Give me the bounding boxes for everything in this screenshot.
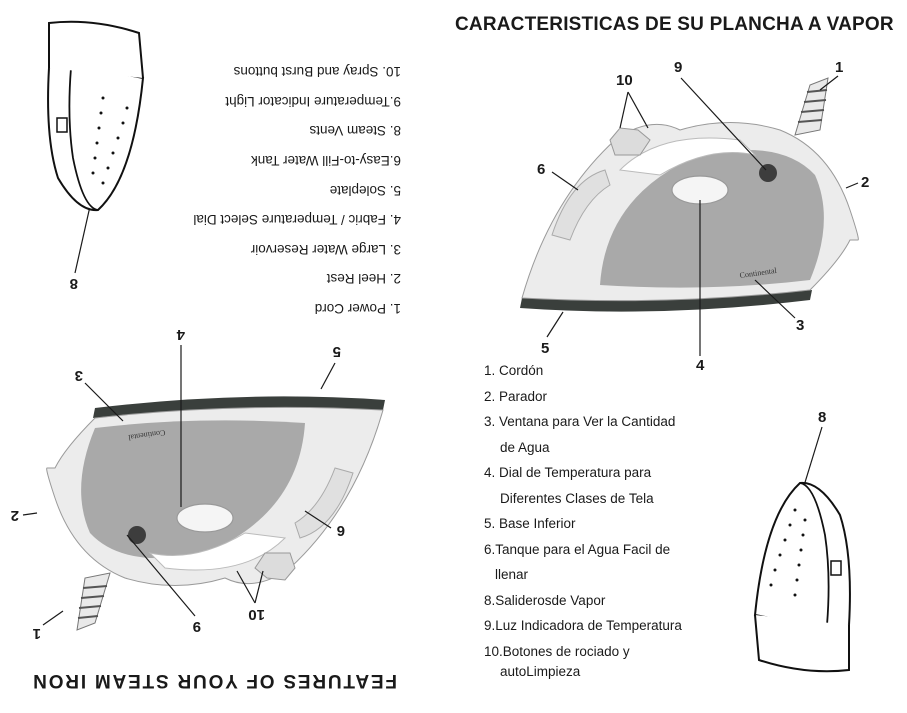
callout-9: 9 bbox=[674, 59, 682, 76]
callout-2: 2 bbox=[11, 507, 19, 524]
list-item-continuation: Diferentes Clases de Tela bbox=[500, 490, 654, 506]
steam-iron-illustration-english: Continental bbox=[46, 396, 385, 631]
list-item: 9.Temperature Indicator Light bbox=[225, 93, 401, 109]
callout-6: 6 bbox=[337, 522, 345, 539]
water-window-shape bbox=[600, 149, 824, 288]
callout-5: 5 bbox=[541, 340, 549, 357]
callout-6: 6 bbox=[537, 161, 545, 178]
list-item: 10.Botones de rociado y bbox=[484, 643, 630, 659]
list-item-continuation: llenar bbox=[495, 567, 529, 582]
list-item: 5. Soleplate bbox=[329, 182, 401, 198]
list-item: 2. Parador bbox=[484, 388, 548, 404]
list-item: 4. Dial de Temperatura para bbox=[484, 465, 652, 480]
list-item: 8.Saliderosde Vapor bbox=[484, 592, 606, 608]
callout-1: 1 bbox=[33, 625, 41, 642]
list-item: 3. Ventana para Ver la Cantidad bbox=[484, 414, 676, 429]
power-cord-icon bbox=[794, 77, 829, 136]
list-item: 2. Heel Rest bbox=[326, 271, 401, 287]
list-item: 8. Steam Vents bbox=[309, 123, 401, 139]
list-item: 10. Spray and Burst buttons bbox=[233, 64, 401, 80]
list-item: 6.Tanque para el Agua Facil de bbox=[484, 541, 671, 557]
callout-2: 2 bbox=[861, 174, 869, 191]
list-item: 5. Base Inferior bbox=[484, 516, 576, 531]
callout-10: 10 bbox=[616, 72, 633, 89]
callout-8: 8 bbox=[70, 275, 78, 292]
indicator-light-icon bbox=[759, 164, 777, 182]
steam-iron-illustration: Continental bbox=[520, 77, 859, 312]
features-list-spanish: 1. Cordón 2. Parador 3. Ventana para Ver… bbox=[484, 358, 682, 679]
list-item: 1. Power Cord bbox=[314, 301, 401, 316]
list-item-continuation: autoLimpieza bbox=[500, 663, 581, 679]
list-item: 6.Easy-to-Fill Water Tank bbox=[250, 153, 401, 169]
list-item: 1. Cordón bbox=[484, 363, 544, 378]
soleplate-shape bbox=[520, 290, 812, 312]
list-item: 4. Fabric / Temperature Select Dial bbox=[193, 212, 401, 228]
callout-4: 4 bbox=[696, 357, 705, 374]
iron-front-view-illustration-english bbox=[47, 20, 145, 212]
list-item: 3. Large Water Reservoir bbox=[250, 241, 401, 257]
callout-4: 4 bbox=[176, 326, 185, 343]
iron-front-view-illustration bbox=[753, 481, 851, 673]
callout-3: 3 bbox=[75, 367, 83, 384]
callout-9: 9 bbox=[193, 618, 201, 635]
callout-3: 3 bbox=[796, 317, 804, 334]
english-panel-rotated: FEATURES OF YOUR STEAM IRON Continental … bbox=[0, 0, 453, 713]
callouts-english: 1 2 3 4 5 6 9 10 8 bbox=[11, 192, 345, 642]
callout-8: 8 bbox=[818, 409, 826, 426]
list-item-continuation: de Agua bbox=[500, 439, 550, 455]
list-item: 9.Luz Indicadora de Temperatura bbox=[484, 618, 682, 633]
callout-5: 5 bbox=[333, 343, 341, 360]
page-title-spanish: CARACTERISTICAS DE SU PLANCHA A VAPOR bbox=[455, 14, 894, 35]
callout-10: 10 bbox=[248, 606, 265, 623]
callout-1: 1 bbox=[835, 59, 843, 76]
features-list-english: 1. Power Cord 2. Heel Rest 3. Large Wate… bbox=[193, 57, 401, 323]
